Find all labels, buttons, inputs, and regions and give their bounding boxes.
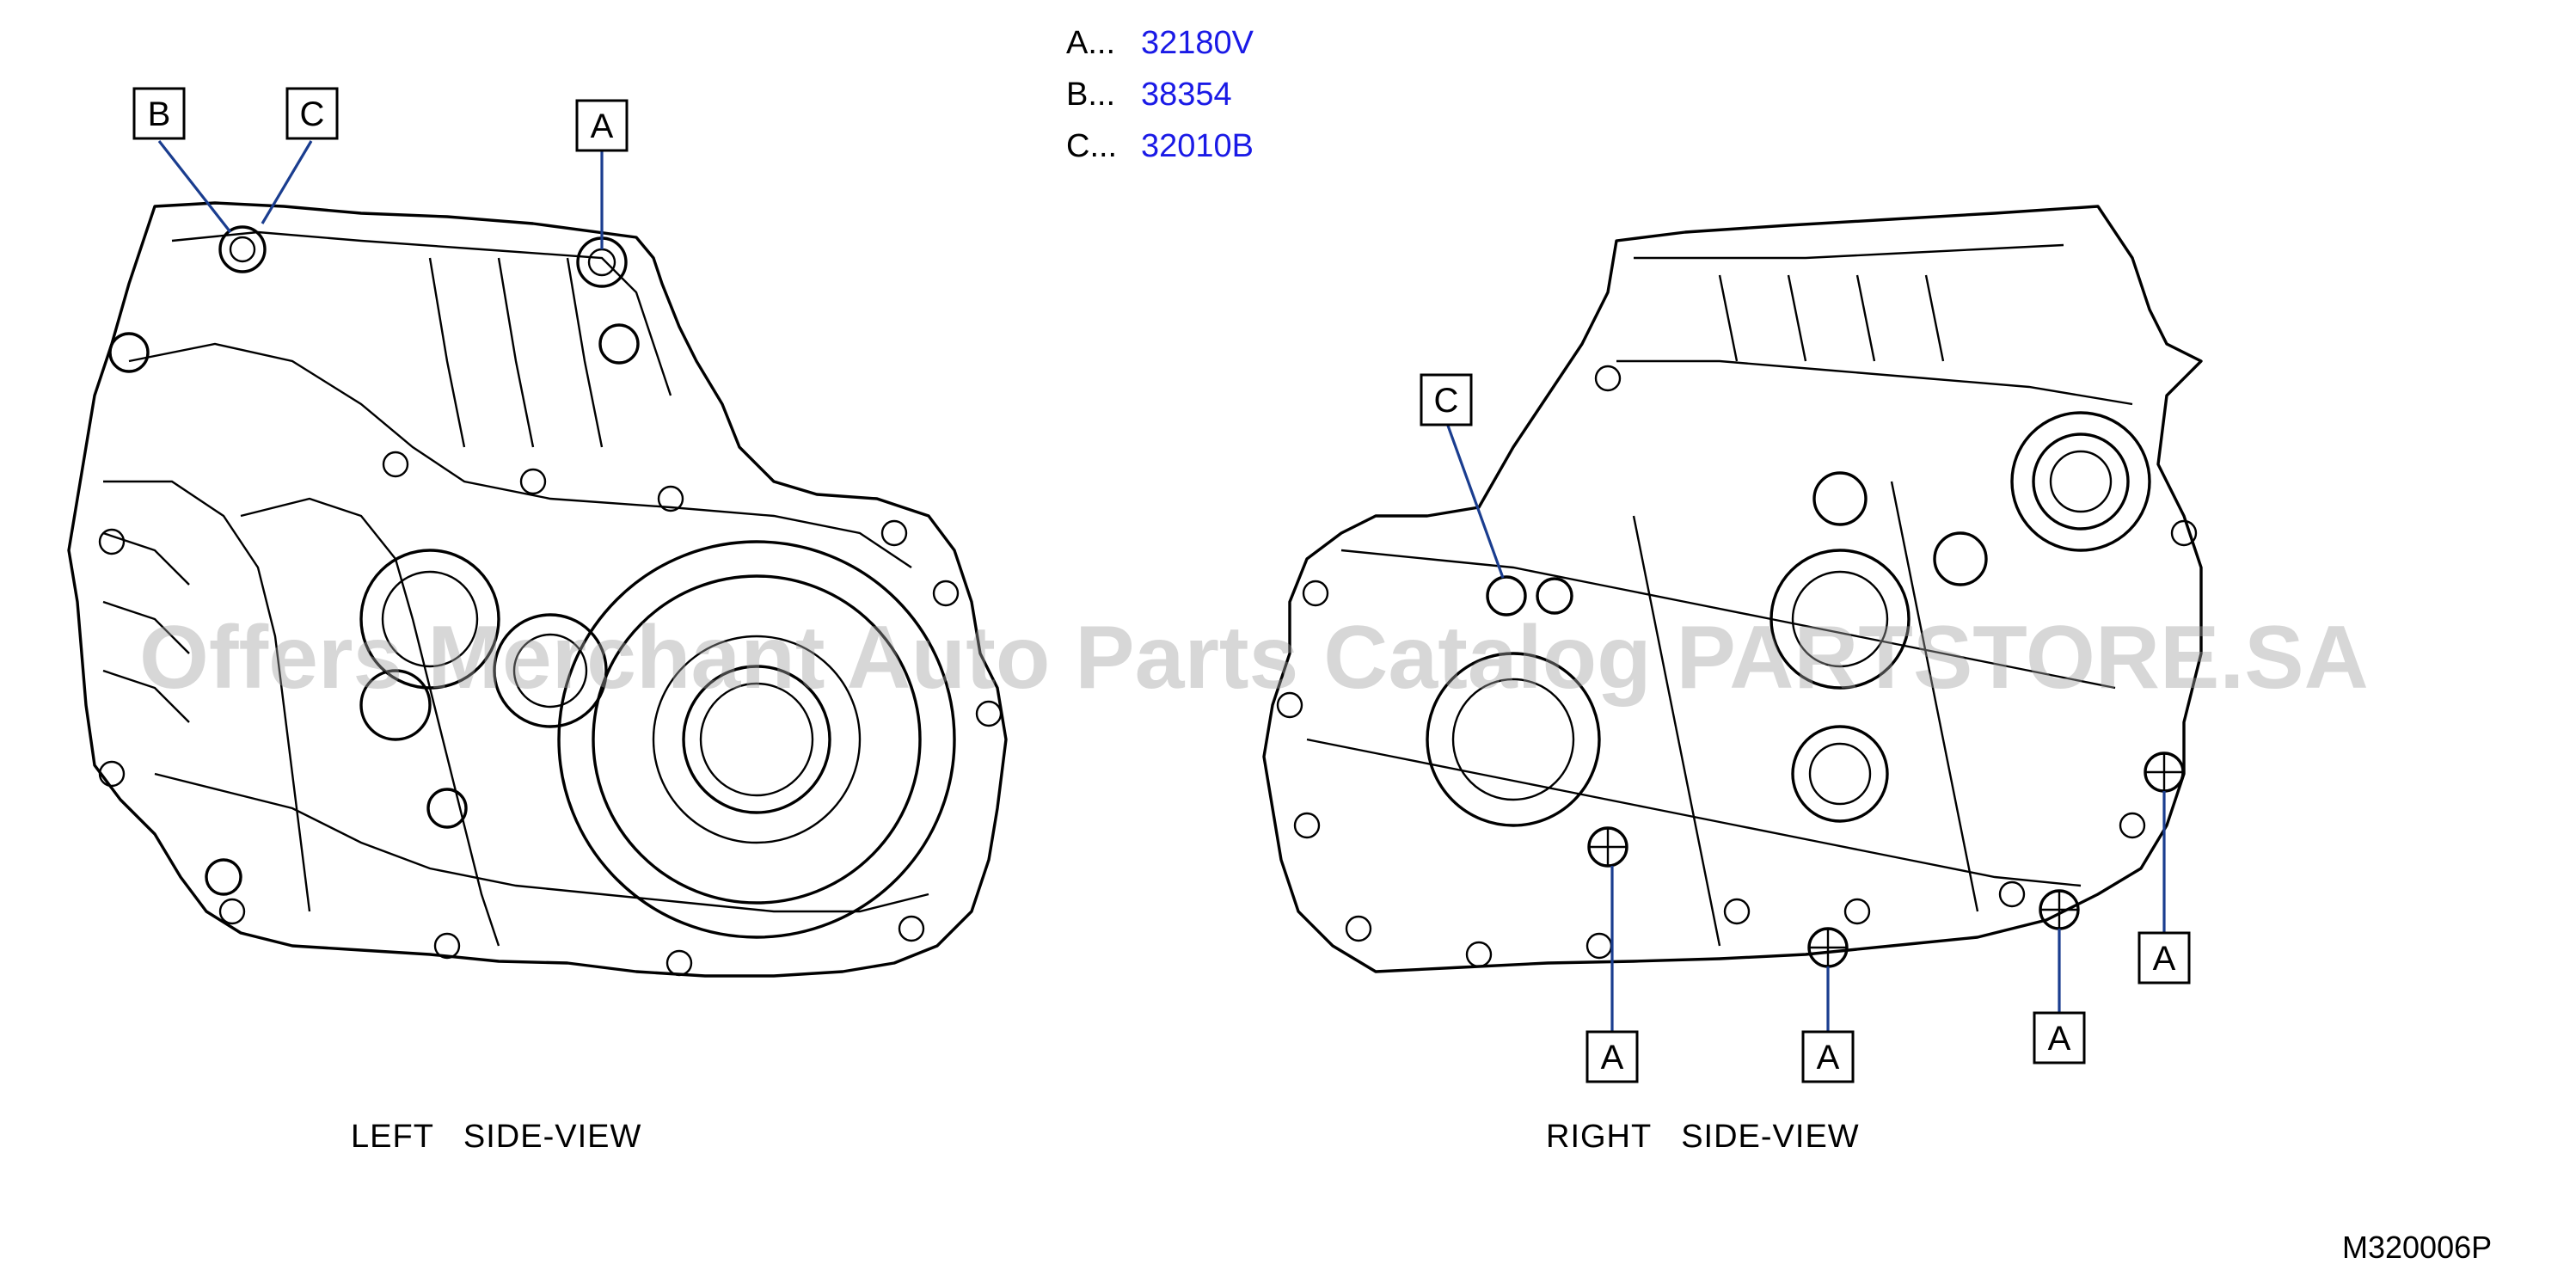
right-callout-a-1-label: A — [1601, 1039, 1624, 1077]
right-leader-c — [1446, 425, 1505, 579]
right-callout-a-2-label: A — [1817, 1039, 1840, 1077]
right-part-c-location — [1486, 575, 1527, 617]
right-callout-a-4[interactable]: A — [2137, 931, 2191, 985]
diagram-code: M320006P — [2342, 1230, 2492, 1265]
left-callout-b[interactable]: B — [132, 87, 186, 140]
right-part-a-location-3 — [2039, 889, 2080, 930]
legend-key-b: B... — [1066, 77, 1115, 113]
right-part-a-location-4 — [2144, 751, 2185, 793]
left-view-callouts: B C A — [132, 87, 629, 249]
legend-value-c[interactable]: 32010B — [1141, 128, 1254, 164]
legend-value-b[interactable]: 38354 — [1141, 77, 1232, 113]
left-leader-b — [157, 140, 232, 233]
right-callout-a-2[interactable]: A — [1801, 1030, 1855, 1083]
left-callout-c[interactable]: C — [285, 87, 339, 140]
left-callout-a-label: A — [591, 107, 614, 145]
left-callout-b-label: B — [148, 95, 171, 133]
right-callout-c[interactable]: C — [1420, 373, 1473, 426]
legend: A... 32180V B... 38354 C... 32010B — [1066, 25, 1254, 164]
right-callout-c-label: C — [1434, 382, 1459, 420]
legend-key-a: A... — [1066, 25, 1115, 61]
right-callout-a-3-label: A — [2048, 1020, 2071, 1058]
right-part-a-location-2 — [1807, 927, 1849, 968]
right-part-a-location-1 — [1587, 826, 1628, 868]
left-callout-a[interactable]: A — [575, 99, 629, 152]
right-callout-a-1[interactable]: A — [1585, 1030, 1639, 1083]
right-view-caption: RIGHT SIDE-VIEW — [1546, 1119, 1860, 1155]
right-callout-a-3[interactable]: A — [2033, 1011, 2086, 1064]
right-view-callouts: C A A A A — [1420, 373, 2191, 1083]
legend-key-c: C... — [1066, 128, 1117, 164]
right-transmission-case-drawing — [1262, 205, 2203, 973]
legend-value-a[interactable]: 32180V — [1141, 25, 1254, 61]
left-transmission-case-drawing — [67, 201, 1008, 978]
right-callout-a-4-label: A — [2153, 940, 2176, 978]
left-part-b-location — [218, 225, 267, 273]
left-leader-c — [261, 140, 313, 224]
watermark-text: Offers Merchant Auto Parts Catalog PARTS… — [139, 608, 2369, 708]
left-callout-c-label: C — [300, 95, 325, 133]
left-view-caption: LEFT SIDE-VIEW — [351, 1119, 641, 1155]
